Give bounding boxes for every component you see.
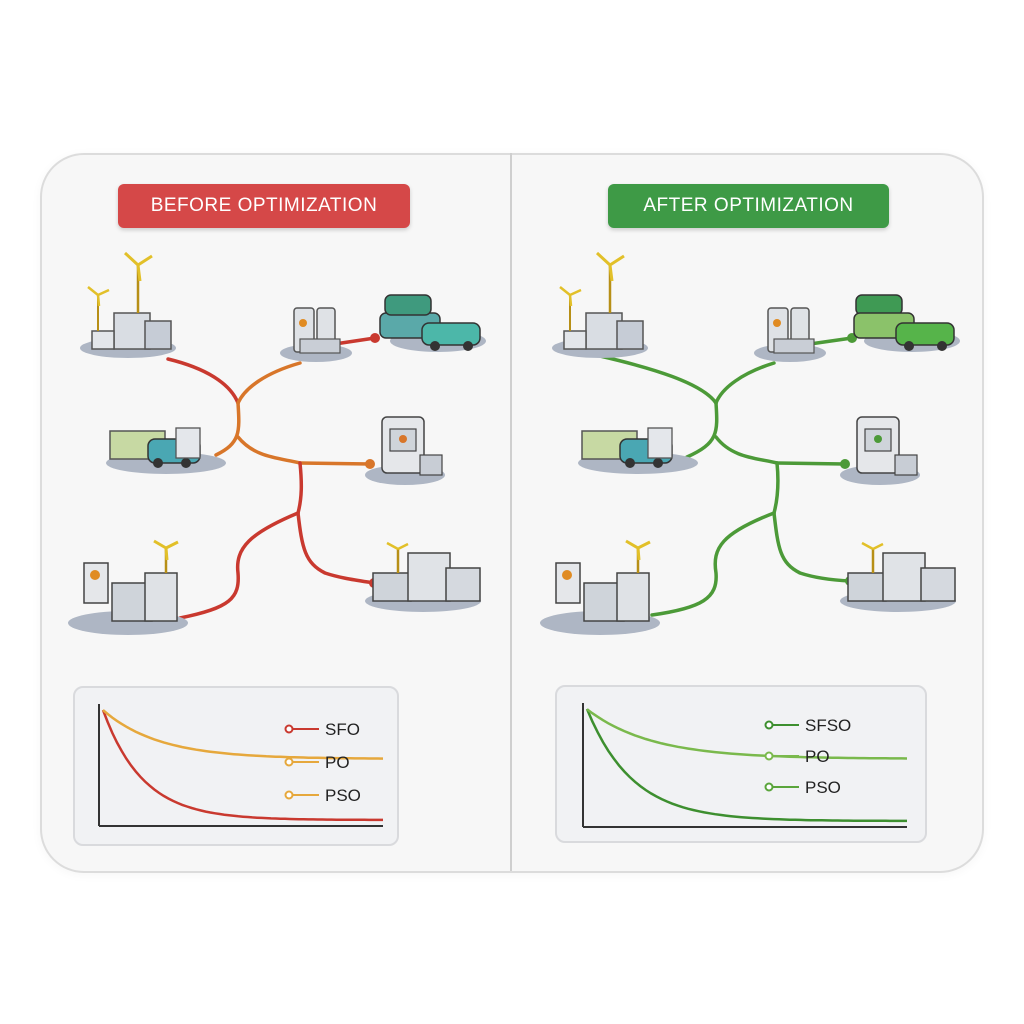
legend-label-po: PO (325, 753, 350, 772)
link-factory-junction (166, 357, 240, 405)
legend-label-sfo: SFO (325, 720, 360, 739)
link-junction-trunk (236, 435, 302, 465)
legend-marker-sfo (284, 724, 294, 734)
series-line-po (586, 708, 908, 760)
charging-station-icon (754, 307, 826, 362)
link-down-storage (178, 511, 300, 620)
before-title-badge: BEFORE OPTIMIZATION (118, 184, 410, 228)
charger-unit-icon (365, 416, 445, 485)
series-line-sfo (101, 709, 383, 822)
wind-turbine-factory-icon (80, 251, 176, 358)
series-line-sfso (585, 708, 907, 823)
wind-storage-facility-icon (540, 539, 660, 635)
link-junction-hub (214, 401, 241, 457)
solar-battery-station-icon (840, 541, 956, 612)
electric-vehicle-icon (853, 294, 960, 352)
after-network-diagram (540, 251, 960, 635)
charging-station-icon (280, 307, 352, 362)
before-convergence-chart: SFO PO PSO (73, 686, 399, 846)
legend-label-sfso: SFSO (805, 716, 851, 735)
vehicle-charging-hub-icon (106, 427, 226, 474)
series-line-po (102, 709, 384, 760)
wind-storage-facility-icon (68, 539, 188, 635)
charger-unit-icon (840, 416, 920, 485)
legend-marker-po (764, 751, 774, 761)
before-panel: BEFORE OPTIMIZATION (40, 153, 510, 869)
legend-marker-pso (764, 782, 774, 792)
legend-marker-sfso (764, 720, 774, 730)
link-down-solar (296, 511, 376, 585)
legend-label-pso: PSO (805, 778, 841, 797)
legend-marker-po (284, 757, 294, 767)
before-network-diagram (68, 251, 486, 635)
link-trunk-charger (298, 461, 372, 466)
vehicle-charging-hub-icon (578, 427, 698, 474)
legend-label-pso: PSO (325, 786, 361, 805)
after-panel: AFTER OPTIMIZATION (512, 153, 982, 869)
wind-turbine-factory-icon (552, 251, 648, 358)
panel-divider (510, 153, 512, 871)
after-convergence-chart: SFSO PO PSO (555, 685, 927, 843)
link-charger-junction (236, 361, 302, 405)
after-title-badge: AFTER OPTIMIZATION (608, 184, 889, 228)
legend-marker-pso (284, 790, 294, 800)
electric-vehicle-icon (379, 294, 486, 352)
link-trunk-down (296, 461, 304, 515)
solar-battery-station-icon (365, 541, 481, 612)
legend-label-po: PO (805, 747, 830, 766)
